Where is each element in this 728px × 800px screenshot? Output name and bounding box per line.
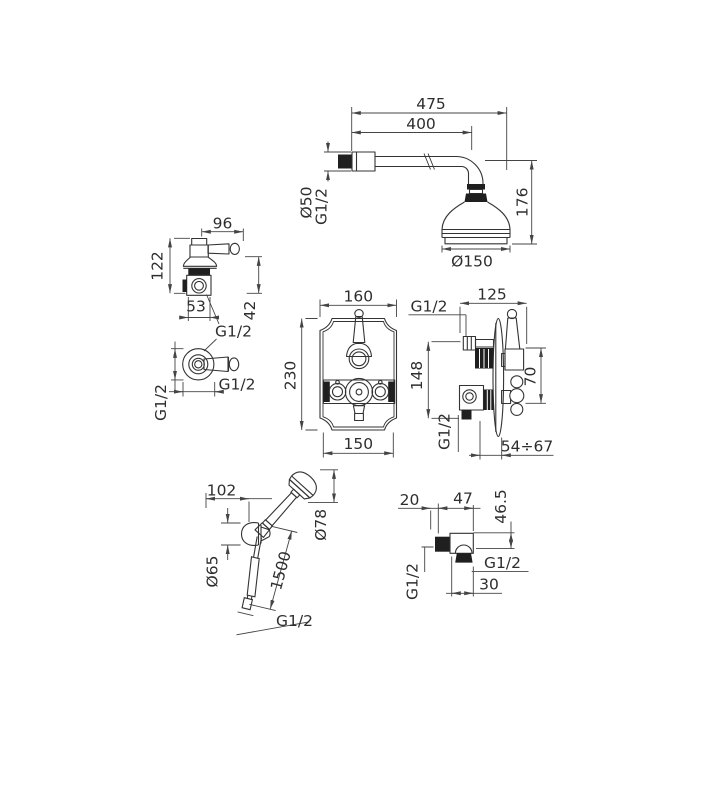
dim-valve-height: 122 bbox=[149, 251, 167, 281]
mixer-front-view: 160 230 150 bbox=[282, 287, 398, 458]
dim-plate-width: 160 bbox=[344, 287, 374, 305]
dim-arm-reach-total: 475 bbox=[416, 95, 446, 113]
outlet-wall-thread bbox=[435, 536, 450, 552]
valve-bell-escutcheon bbox=[182, 256, 218, 267]
dim-valve-outlet-thread: G1/2 bbox=[215, 323, 252, 341]
dim-valve-depth: 53 bbox=[186, 298, 206, 316]
dim-outlet-inlet-thread: G1/2 bbox=[404, 563, 422, 600]
hand-shower-view: 102 Ø65 Ø78 1500 G1/2 bbox=[204, 469, 338, 636]
outlet-body bbox=[449, 532, 474, 554]
dim-body-width: 150 bbox=[344, 435, 374, 453]
dim-arm-thread: G1/2 bbox=[313, 188, 331, 225]
dim-outlet-width: 47 bbox=[453, 489, 473, 507]
dim-hose-thread: G1/2 bbox=[276, 612, 313, 630]
mixer-body-bar bbox=[322, 379, 396, 405]
mixer-top-lever bbox=[352, 315, 366, 344]
overhead-shower-view: 475 400 Ø50 G1/2 176 Ø150 bbox=[298, 95, 537, 271]
outlet-nipple bbox=[455, 553, 473, 563]
dim-hose-length: 1500 bbox=[267, 549, 295, 592]
arm-wall-thread bbox=[338, 154, 352, 169]
mixer-side-view: G1/2 148 G1/2 125 70 54÷67 bbox=[408, 285, 554, 460]
valve-lever-side bbox=[207, 243, 230, 255]
dim-installation-depth: 54÷67 bbox=[501, 437, 553, 455]
dim-port-distance: 148 bbox=[408, 361, 426, 391]
dim-mixer-top-thread: G1/2 bbox=[411, 297, 448, 315]
stop-valve-front-view: G1/2 G1/2 bbox=[152, 341, 256, 421]
hand-shower-holder bbox=[240, 522, 271, 546]
dim-handle-distance: 70 bbox=[522, 367, 540, 387]
arm-escutcheon bbox=[351, 151, 376, 172]
hand-shower-head bbox=[291, 471, 317, 496]
dim-plate-height: 230 bbox=[282, 361, 300, 391]
dim-holder-offset: 102 bbox=[207, 481, 237, 499]
mixer-plate-outer bbox=[319, 317, 398, 431]
hand-shower-handle bbox=[265, 492, 298, 527]
dim-mixer-depth: 125 bbox=[477, 285, 507, 303]
dim-holder-diameter: Ø65 bbox=[204, 556, 222, 588]
mixer-side-knob bbox=[509, 388, 525, 404]
dim-valve-inlet-thread: G1/2 bbox=[152, 384, 170, 421]
dim-head-diameter: Ø150 bbox=[451, 253, 493, 271]
dim-outlet-thread: G1/2 bbox=[484, 554, 521, 572]
dim-mixer-bottom-thread: G1/2 bbox=[435, 413, 453, 450]
dim-valve-width: 96 bbox=[213, 215, 233, 233]
pipe-break-mark bbox=[423, 153, 435, 170]
shower-head-bell bbox=[441, 201, 511, 245]
mixer-plate-edge bbox=[492, 317, 505, 438]
dim-hand-head-diameter: Ø78 bbox=[312, 509, 330, 541]
mixer-side-lever bbox=[504, 317, 521, 350]
stop-valve-side-view: 96 122 53 42 G1/2 bbox=[149, 215, 262, 352]
valve-front-body bbox=[182, 348, 215, 381]
dim-head-drop: 176 bbox=[514, 188, 532, 218]
dim-outlet-depth: 30 bbox=[479, 575, 499, 593]
dim-flange-diameter: Ø50 bbox=[298, 187, 316, 219]
dim-valve-bottom-thread: G1/2 bbox=[219, 376, 256, 394]
mixer-plate-inner bbox=[322, 321, 395, 428]
dim-arm-reach: 400 bbox=[406, 115, 436, 133]
dim-outlet-height: 46.5 bbox=[492, 489, 510, 524]
shower-arm-pipe bbox=[375, 155, 484, 188]
dim-outlet-wall-offset: 20 bbox=[400, 491, 420, 509]
wall-outlet-view: 20 47 46.5 G1/2 30 G1/2 bbox=[398, 489, 529, 600]
dim-valve-offset: 42 bbox=[241, 301, 259, 321]
